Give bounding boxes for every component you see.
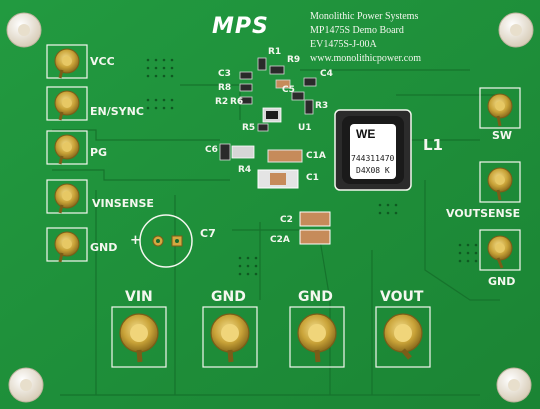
ref-c4: C4 [320, 69, 333, 79]
label-pg: PG [90, 146, 108, 159]
copper-traces [52, 69, 500, 396]
terminal-post-gnd-bottom-1 [202, 306, 258, 368]
via-field [146, 58, 478, 276]
l1-inductor [334, 109, 412, 191]
left-terminal-posts [46, 44, 88, 263]
terminal-post-pg [46, 130, 88, 165]
ref-r8: R8 [218, 83, 232, 93]
ref-c1: C1 [306, 173, 319, 183]
ref-c6: C6 [205, 145, 218, 155]
website-url: www.monolithicpower.com [310, 53, 422, 64]
label-gnd-bottom-1: GND [211, 289, 246, 305]
terminal-post-gnd-left [46, 227, 88, 263]
label-voutsense: VOUTSENSE [446, 207, 521, 220]
c7-plus-marker: + [130, 233, 141, 248]
ref-r6: R6 [230, 97, 244, 107]
ref-c5: C5 [282, 85, 295, 95]
terminal-post-en-sync [46, 86, 88, 121]
inductor-brand-mark: WE [356, 127, 376, 141]
standoff-top-left [6, 12, 42, 48]
label-gnd-right: GND [488, 275, 516, 288]
label-gnd-bottom-2: GND [298, 289, 333, 305]
smd-components [219, 57, 331, 245]
label-en-sync: EN/SYNC [90, 105, 144, 118]
terminal-post-vinsense [46, 179, 88, 214]
ref-r1: R1 [268, 47, 282, 57]
label-vinsense: VINSENSE [92, 197, 154, 210]
terminal-post-vin [111, 306, 167, 368]
c7-capacitor-footprint [139, 214, 193, 268]
ref-c2: C2 [280, 215, 293, 225]
ref-c3: C3 [218, 69, 231, 79]
standoff-bottom-right [496, 367, 532, 403]
terminal-post-sw [479, 87, 521, 129]
terminal-post-gnd-bottom-2 [289, 306, 345, 368]
ref-c1a: C1A [306, 151, 326, 161]
label-sw: SW [492, 129, 513, 142]
right-terminal-posts [479, 87, 521, 271]
bottom-terminal-posts [111, 306, 431, 368]
inductor-lot-code: D4X08 K [355, 166, 391, 175]
terminal-post-gnd-right [479, 229, 521, 271]
ref-r2: R2 [215, 97, 229, 107]
ref-u1: U1 [298, 123, 312, 133]
terminal-post-vcc [46, 44, 88, 79]
inductor-part-number: 744311470 [350, 154, 396, 163]
standoff-bottom-left [8, 367, 44, 403]
terminal-post-voutsense [479, 161, 521, 203]
ref-r4: R4 [238, 165, 252, 175]
label-gnd-left: GND [90, 241, 118, 254]
ref-r9: R9 [287, 55, 301, 65]
ref-r5: R5 [242, 123, 256, 133]
ref-r3: R3 [315, 101, 329, 111]
mps-logo: MPS [212, 14, 269, 39]
ref-c2a: C2A [270, 235, 290, 245]
part-number: EV1475S-J-00A [310, 39, 377, 50]
company-name: Monolithic Power Systems [310, 11, 419, 22]
product-name: MP1475S Demo Board [310, 25, 404, 36]
ref-l1: L1 [423, 136, 443, 154]
terminal-post-vout [375, 306, 431, 368]
label-vout: VOUT [380, 289, 424, 305]
label-vcc: VCC [90, 55, 115, 68]
ref-c7: C7 [200, 227, 216, 240]
label-vin: VIN [125, 289, 153, 305]
standoff-top-right [498, 12, 534, 48]
